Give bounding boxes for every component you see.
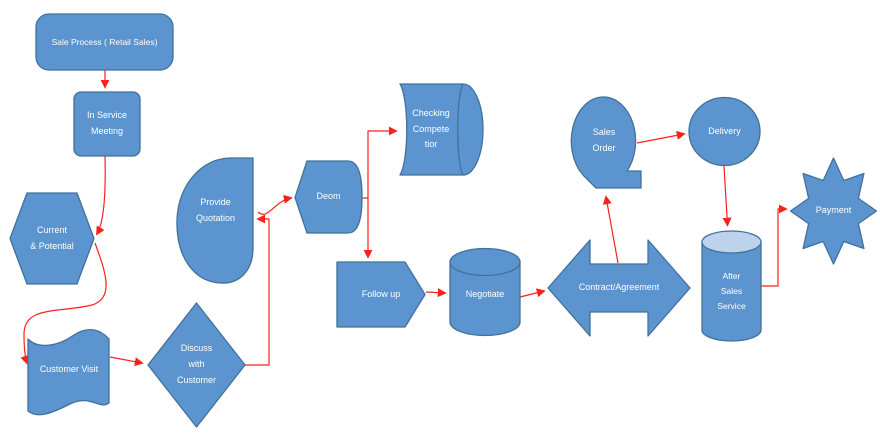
- negotiate-body-shape[interactable]: [449, 261, 521, 337]
- payment-shape[interactable]: [789, 157, 878, 265]
- connector-delivery-to-after-sales-service: [722, 165, 732, 227]
- connector-discuss-with-customer-to-provide-quotation: [245, 214, 270, 366]
- negotiate-top-shape[interactable]: [449, 247, 521, 277]
- deom-shape[interactable]: [294, 160, 363, 234]
- checking-competetior-inner-edge: [457, 83, 464, 176]
- connector-in-service-meeting-to-current-potential: [96, 155, 106, 236]
- after-sales-service-body-shape[interactable]: [701, 241, 762, 342]
- connector-customer-visit-to-discuss-with-customer: [109, 356, 144, 367]
- contract-agreement-shape[interactable]: [547, 239, 691, 337]
- connector-current-potential-to-customer-visit: [20, 242, 107, 365]
- connector-provide-quotation-to-deom: [257, 194, 293, 215]
- current-potential-shape[interactable]: [9, 192, 95, 285]
- connector-deom-to-checking-competetior: [362, 126, 398, 199]
- shapes: [9, 13, 878, 428]
- sale-process-shape[interactable]: [35, 13, 174, 71]
- customer-visit-shape[interactable]: [27, 329, 110, 416]
- sales-order-shape[interactable]: [570, 96, 642, 189]
- connectors: [20, 70, 788, 367]
- connector-after-sales-service-to-payment: [761, 204, 788, 287]
- connector-follow-up-to-negotiate: [425, 288, 447, 298]
- discuss-with-customer-shape[interactable]: [147, 302, 246, 428]
- follow-up-shape[interactable]: [336, 261, 426, 328]
- in-service-meeting-shape[interactable]: [73, 91, 141, 157]
- checking-competetior-shape[interactable]: [399, 83, 484, 176]
- connector-sales-order-to-delivery: [636, 130, 686, 144]
- provide-quotation-shape[interactable]: [176, 157, 254, 284]
- connector-negotiate-to-contract-agreement: [519, 288, 546, 298]
- after-sales-service-top-shape[interactable]: [701, 230, 762, 254]
- delivery-shape[interactable]: [688, 96, 761, 167]
- connector-contract-agreement-to-sales-order: [602, 195, 619, 264]
